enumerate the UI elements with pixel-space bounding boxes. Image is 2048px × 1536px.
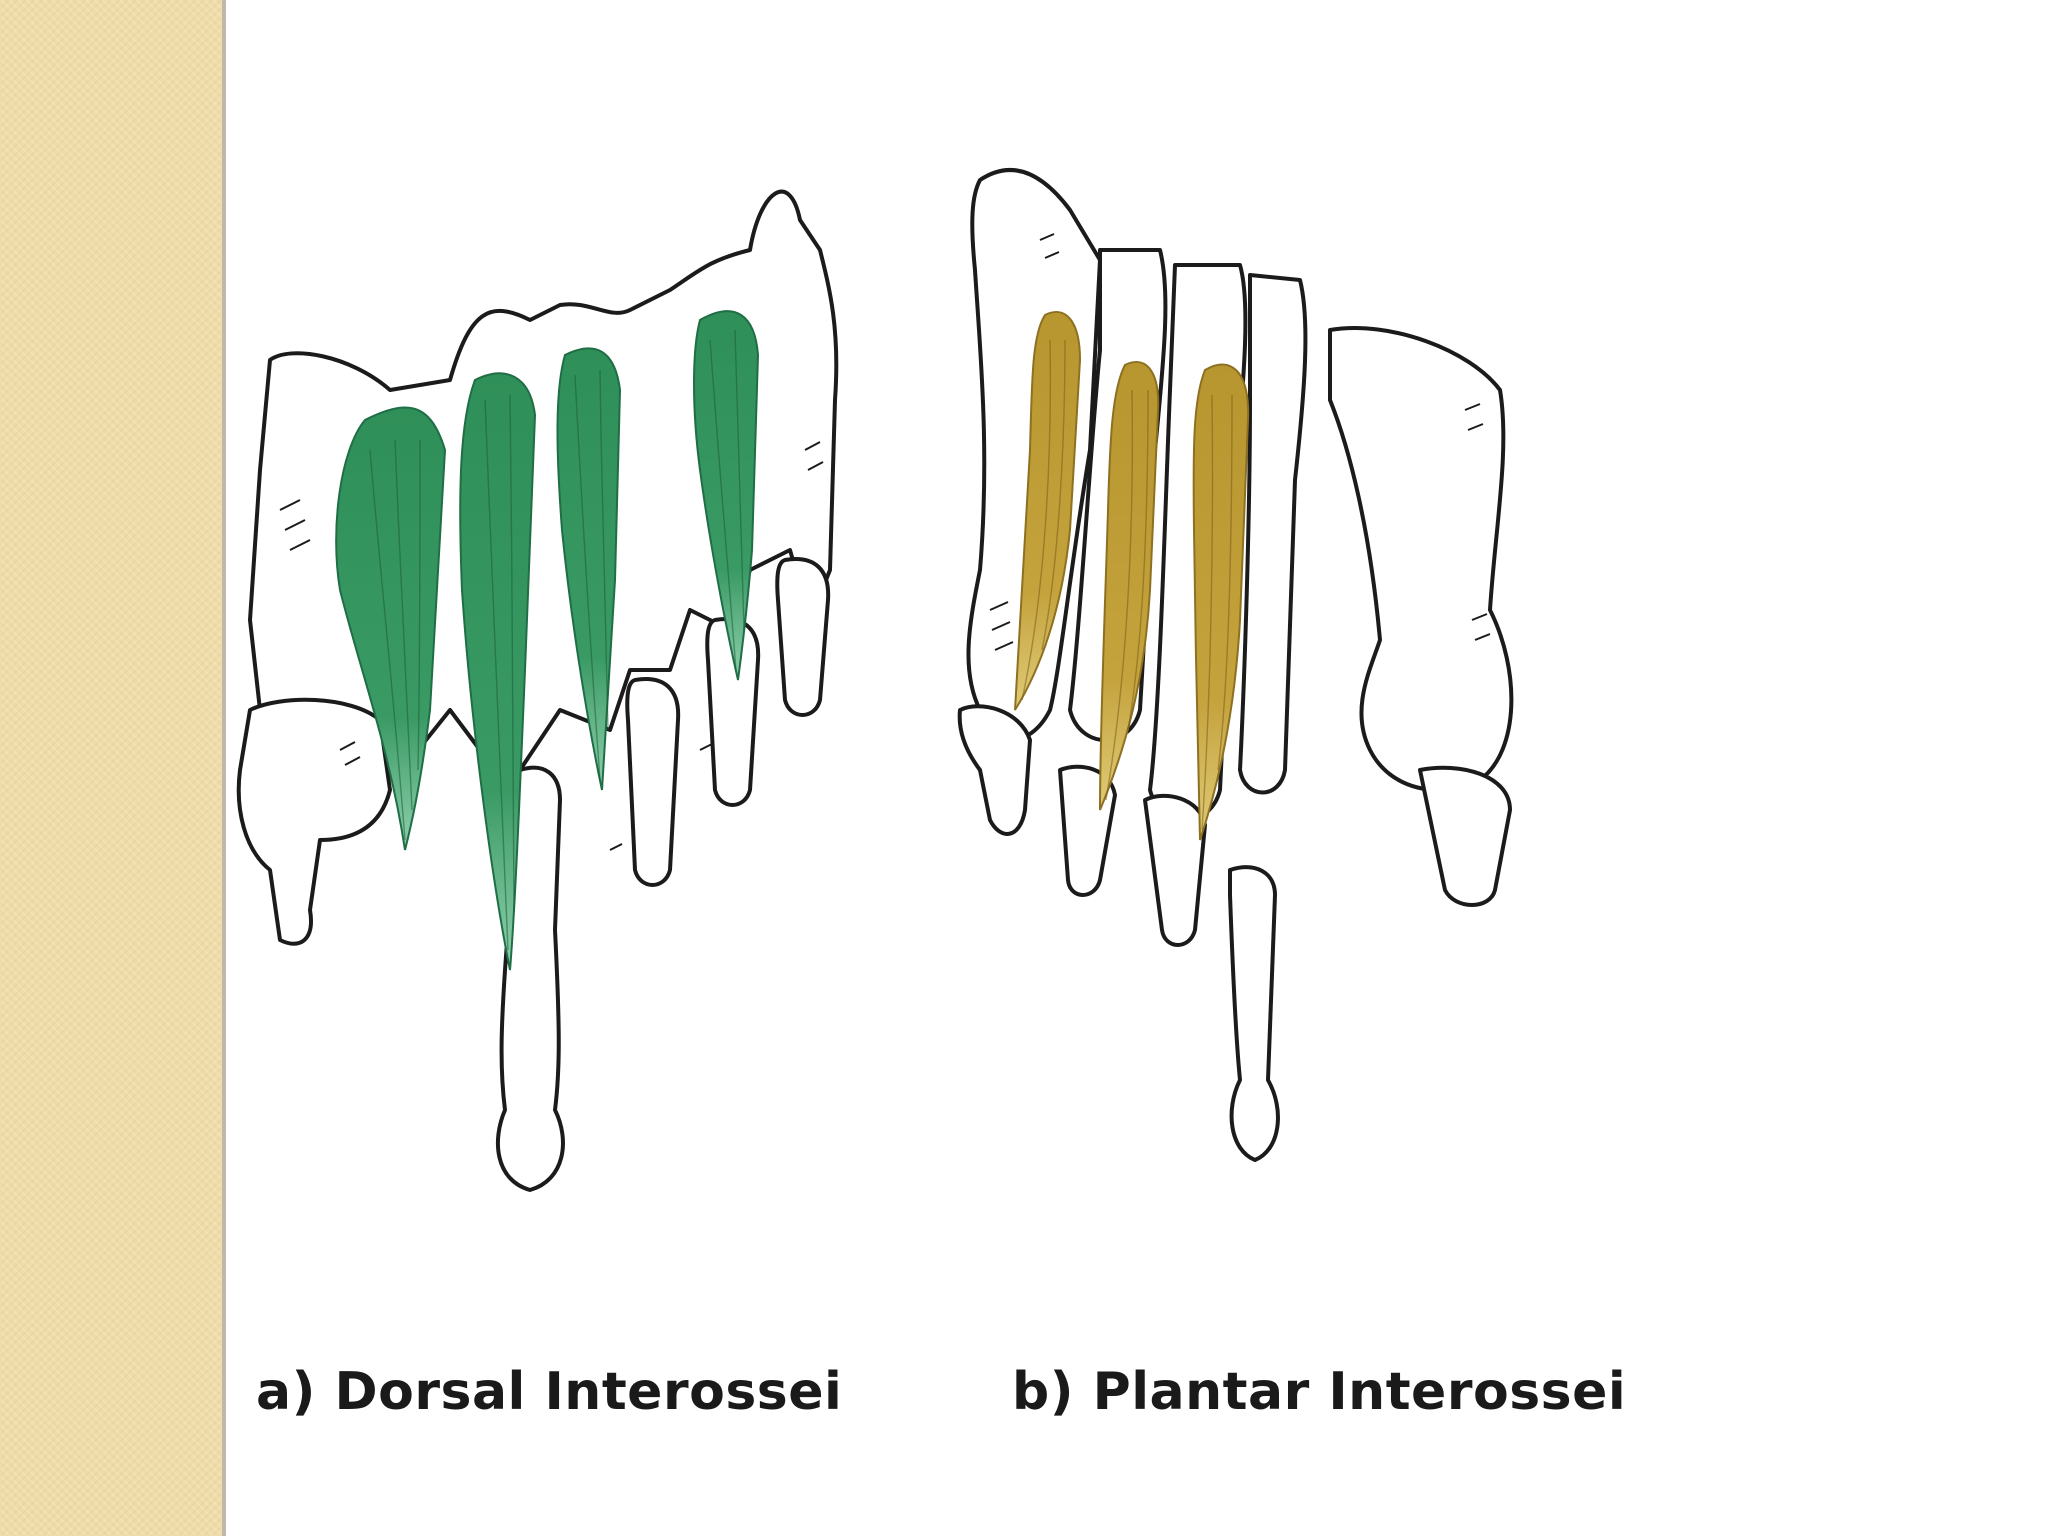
caption-dorsal-interossei: a) Dorsal Interossei xyxy=(256,1362,843,1422)
toe-first xyxy=(957,704,1032,836)
plantar-interossei-illustration xyxy=(950,150,1570,1310)
plantar-foot-svg xyxy=(957,168,1514,1162)
decorative-side-band xyxy=(0,0,226,1536)
bone-shading xyxy=(279,441,824,851)
metatarsal-fourth xyxy=(1238,273,1308,795)
bone-shading xyxy=(989,233,1491,651)
dorsal-foot-svg xyxy=(236,189,839,1192)
dorsal-interosseous-muscle-2 xyxy=(459,372,537,971)
caption-plantar-interossei: b) Plantar Interossei xyxy=(1012,1362,1627,1422)
dorsal-interosseous-muscle-3 xyxy=(556,347,622,791)
toe-fifth xyxy=(775,557,831,717)
toe-fifth xyxy=(1418,765,1512,907)
metatarsal-fifth xyxy=(1328,326,1514,792)
dorsal-interosseous-muscle-4 xyxy=(693,310,760,681)
dorsal-interossei-illustration xyxy=(230,150,850,1310)
toe-third xyxy=(625,677,681,887)
toe-first xyxy=(236,697,392,946)
dorsal-muscle-fibers xyxy=(369,329,745,951)
plantar-muscle-fibers xyxy=(1021,339,1233,831)
toe-third xyxy=(1143,793,1207,947)
toe-fourth xyxy=(705,617,761,807)
dorsal-interosseous-muscle-1 xyxy=(335,406,447,851)
toe-fourth xyxy=(1228,865,1280,1162)
